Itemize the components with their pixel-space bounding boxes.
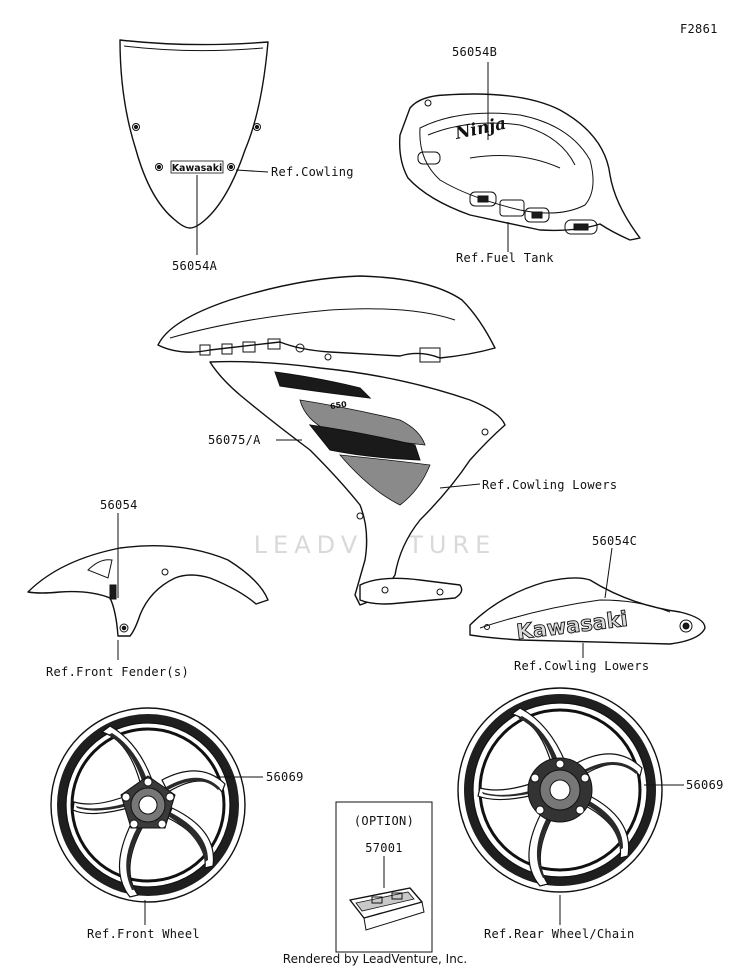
fairing-decal-text: 650 bbox=[330, 400, 348, 411]
footer-credit: Rendered by LeadVenture, Inc. bbox=[283, 952, 467, 966]
ref-rear-wheel-label[interactable]: Ref.Rear Wheel/Chain bbox=[484, 927, 635, 941]
option-part-57001[interactable] bbox=[349, 887, 425, 931]
callout-56075A[interactable]: 56075/A bbox=[208, 433, 261, 447]
option-title: (OPTION) bbox=[354, 814, 414, 828]
callout-56054B[interactable]: 56054B bbox=[452, 45, 497, 59]
ref-front-fender-label[interactable]: Ref.Front Fender(s) bbox=[46, 665, 189, 679]
fuel-tank-part[interactable]: Ninja bbox=[398, 93, 641, 241]
callout-56069-rear[interactable]: 56069 bbox=[686, 778, 724, 792]
ref-cowling-lowers-label-1[interactable]: Ref.Cowling Lowers bbox=[482, 478, 617, 492]
ref-fuel-tank-label[interactable]: Ref.Fuel Tank bbox=[456, 251, 554, 265]
front-fender-part[interactable] bbox=[27, 545, 269, 637]
belly-pan-part[interactable]: Kawasaki bbox=[469, 577, 706, 645]
option-box: (OPTION) 57001 bbox=[335, 801, 433, 953]
callout-56054C[interactable]: 56054C bbox=[592, 534, 637, 548]
ref-cowling-lowers-label-2[interactable]: Ref.Cowling Lowers bbox=[514, 659, 649, 673]
callout-56054[interactable]: 56054 bbox=[100, 498, 138, 512]
callout-57001[interactable]: 57001 bbox=[365, 841, 403, 855]
front-wheel-part[interactable] bbox=[50, 707, 246, 903]
callout-56054A[interactable]: 56054A bbox=[172, 259, 218, 273]
leader-56054C bbox=[604, 547, 613, 599]
ref-front-wheel-label[interactable]: Ref.Front Wheel bbox=[87, 927, 200, 941]
rear-wheel-part[interactable] bbox=[457, 687, 663, 893]
windshield-part[interactable]: Kawasaki bbox=[119, 39, 269, 229]
callout-56069-front[interactable]: 56069 bbox=[266, 770, 304, 784]
leader-ref-cowling-lowers-1 bbox=[439, 483, 481, 489]
side-fairing-part[interactable]: 650 bbox=[157, 275, 506, 606]
windshield-decal-text: Kawasaki bbox=[172, 163, 223, 174]
ref-cowling-label[interactable]: Ref.Cowling bbox=[271, 165, 354, 179]
figure-id: F2861 bbox=[680, 22, 718, 36]
leader-ref-cowling bbox=[235, 169, 269, 173]
